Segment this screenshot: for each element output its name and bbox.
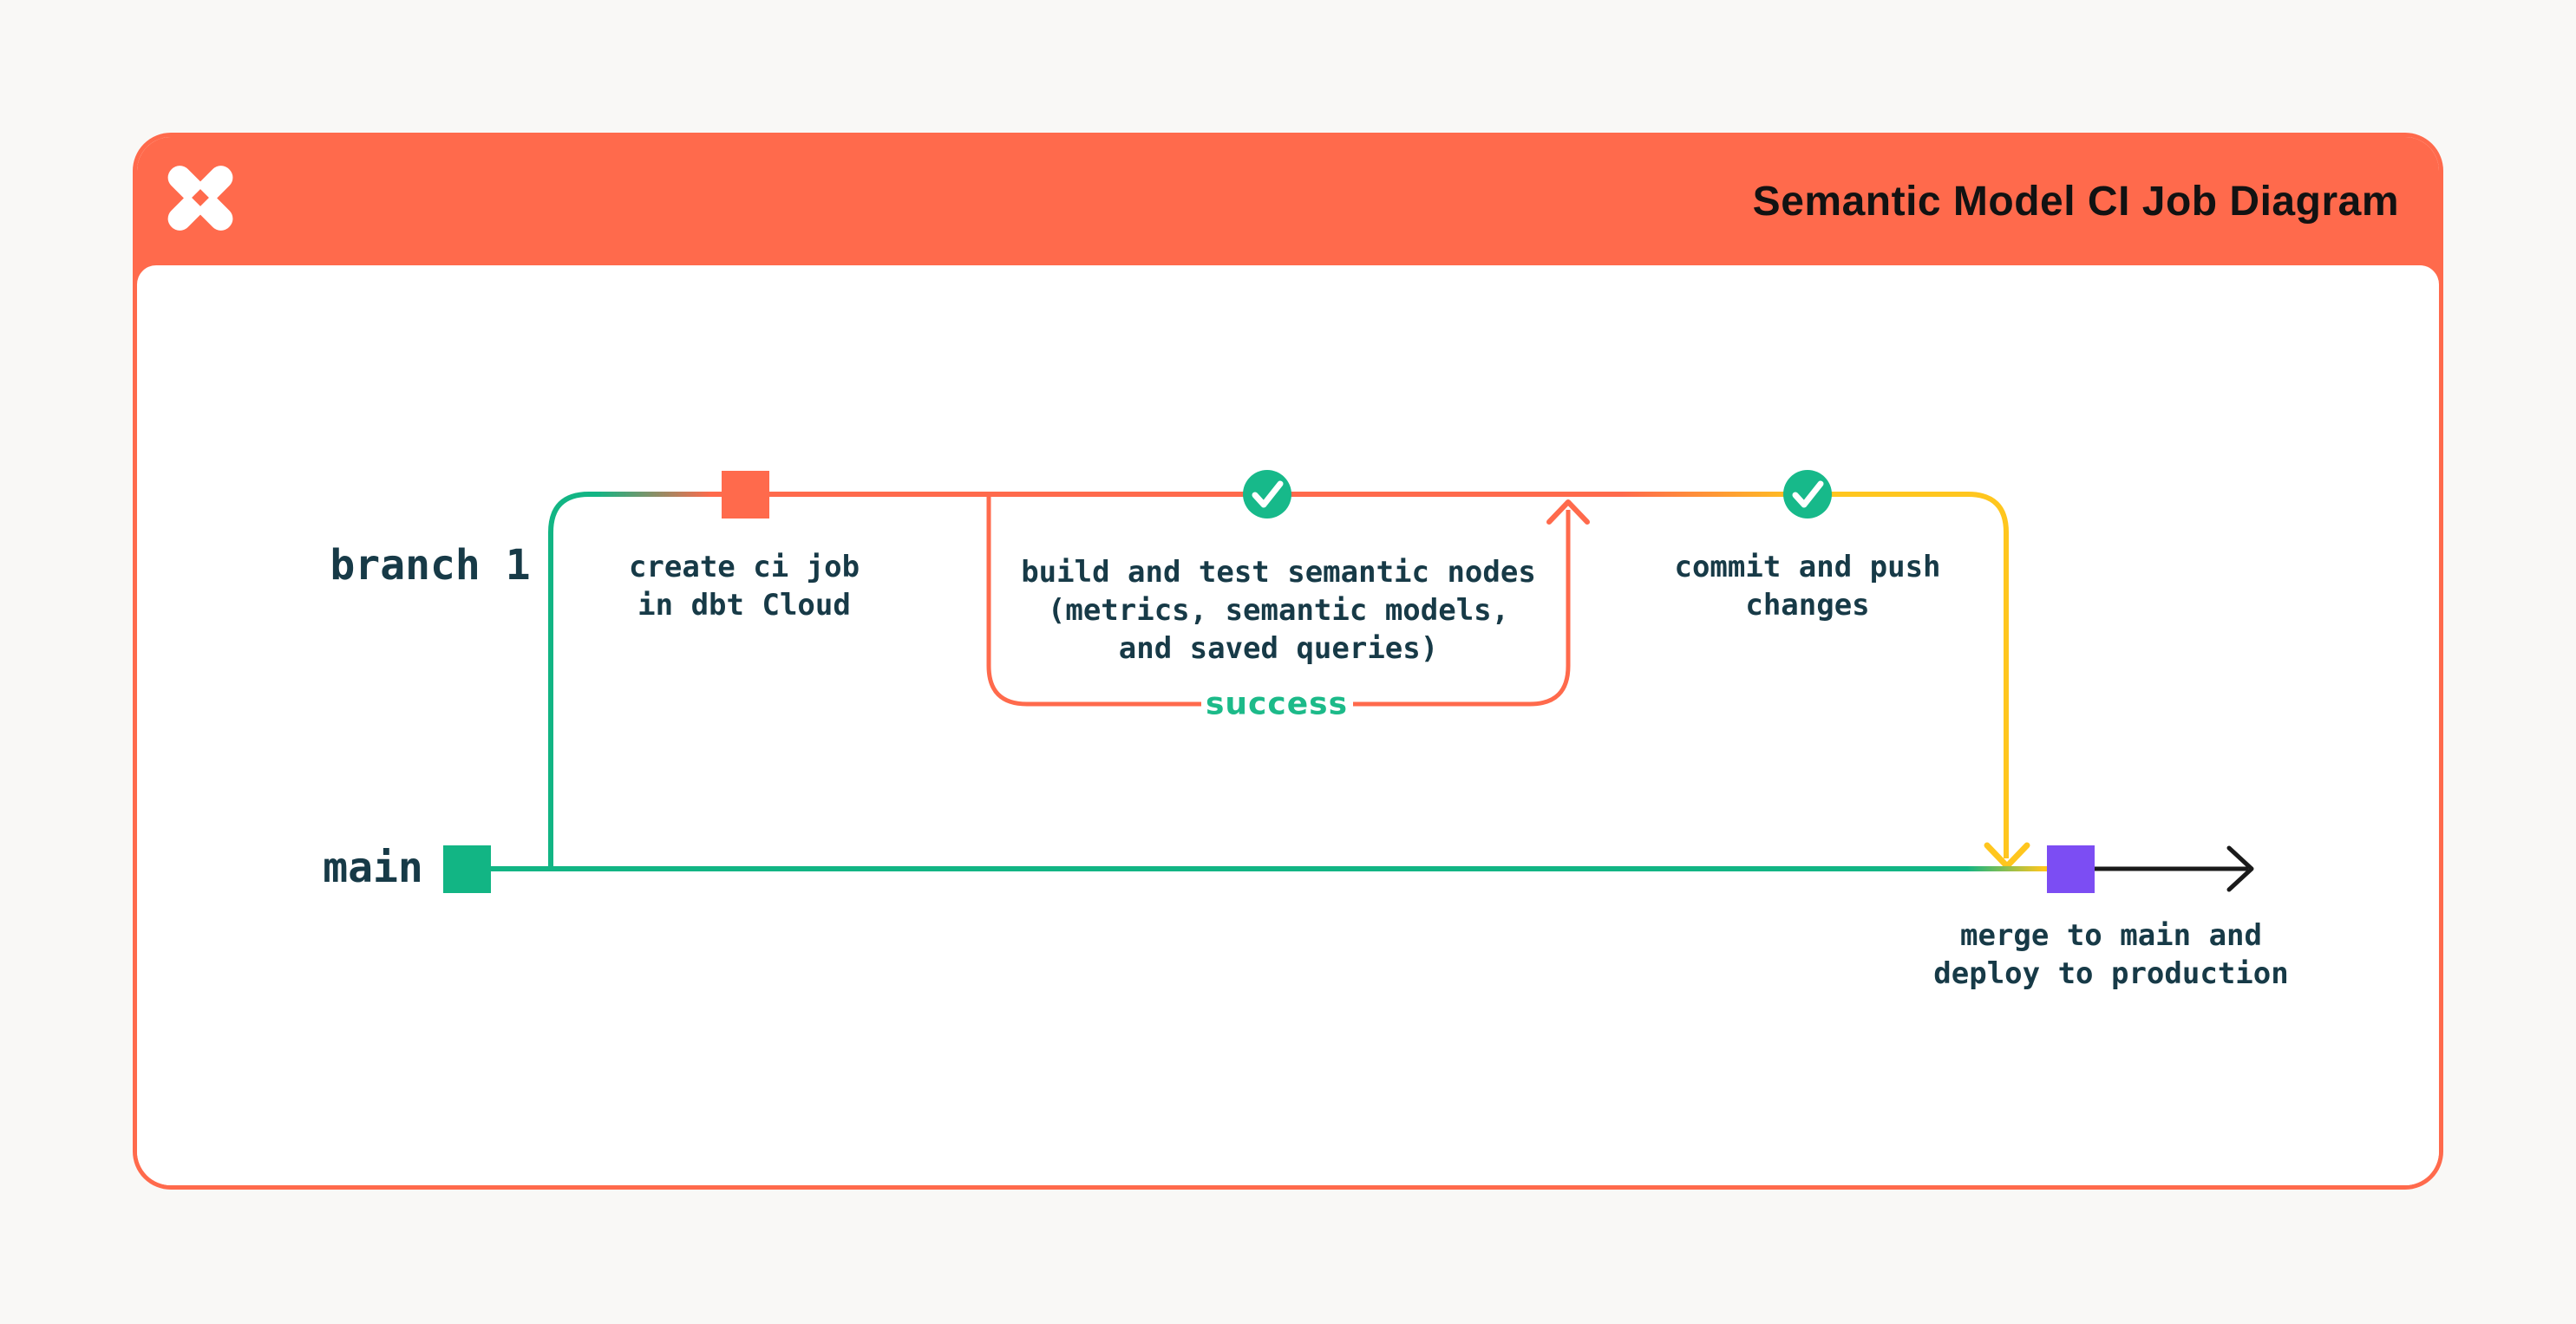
commit-node-create-ci [722, 471, 769, 519]
branch-line-green-segment [548, 492, 598, 869]
success-loop-right-path [1353, 510, 1571, 707]
step-label-line: (metrics, semantic models, [1047, 593, 1510, 628]
step-label-line: changes [1745, 588, 1870, 623]
step-label-line: commit and push [1674, 550, 1941, 584]
branch-label: branch 1 [330, 541, 531, 590]
branch-line-yellow-segment [1807, 492, 2009, 858]
page-title: Semantic Model CI Job Diagram [1752, 178, 2399, 225]
card-header: Semantic Model CI Job Diagram [137, 137, 2439, 284]
success-loop [986, 497, 1590, 707]
step-label-commit-push: commit and push changes [1674, 548, 1940, 624]
step-label-merge-deploy: merge to main and deploy to production [1933, 916, 2288, 993]
step-label-line: deploy to production [1933, 956, 2289, 991]
step-label-build-test: build and test semantic nodes (metrics, … [1021, 553, 1536, 668]
main-arrow-right-icon [2226, 845, 2254, 892]
branch-line [548, 492, 2030, 870]
check-icon [1243, 470, 1291, 519]
success-label: success [1205, 686, 1349, 722]
success-loop-left-path [986, 497, 1201, 707]
step-label-line: create ci job [628, 550, 860, 584]
success-arrow-up-icon [1546, 499, 1590, 525]
commit-node-merge [2047, 845, 2095, 893]
step-label-line: merge to main and [1960, 918, 2262, 953]
card-body [137, 265, 2439, 1185]
check-icon [1783, 470, 1832, 519]
step-label-line: and saved queries) [1118, 631, 1439, 666]
main-label: main [323, 844, 423, 892]
diagram-card: Semantic Model CI Job Diagram [133, 133, 2443, 1190]
commit-node-main-start [443, 845, 491, 893]
step-label-line: in dbt Cloud [637, 588, 851, 623]
step-label-create-ci: create ci job in dbt Cloud [629, 548, 860, 624]
main-line [467, 845, 2254, 892]
step-label-line: build and test semantic nodes [1021, 555, 1536, 590]
